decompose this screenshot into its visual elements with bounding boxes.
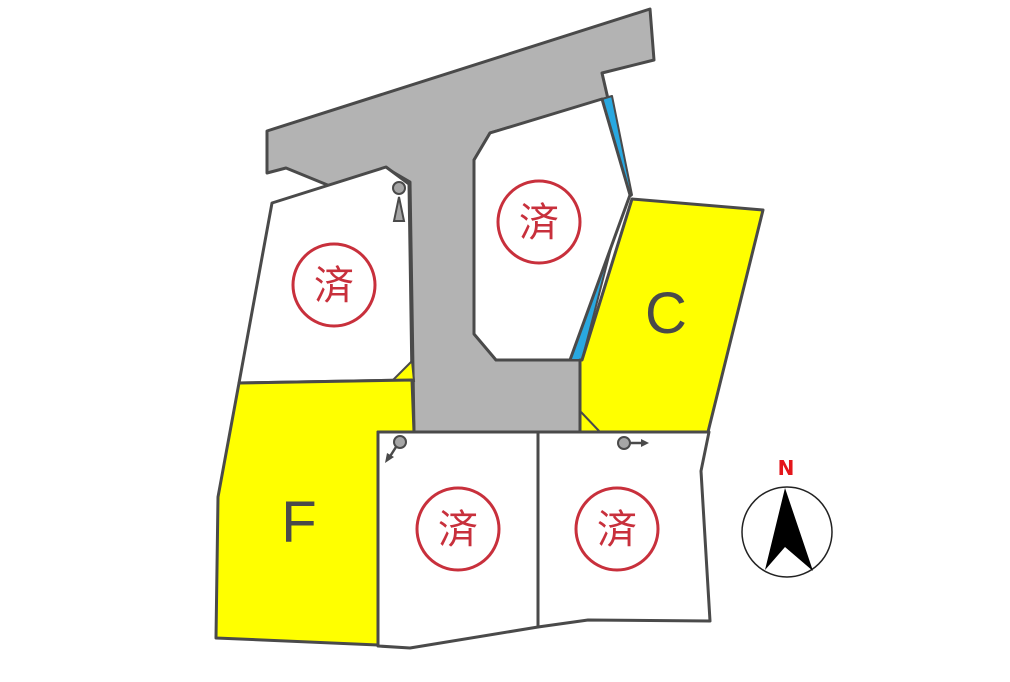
sold-stamp-s-center: 済 xyxy=(415,486,501,572)
lot-f-label: F xyxy=(281,490,316,555)
sold-stamp-nw: 済 xyxy=(291,242,377,328)
lot-nw[interactable] xyxy=(237,165,414,385)
lot-n-center[interactable] xyxy=(472,97,632,362)
entrance-marker-southwest-icon xyxy=(385,435,407,463)
lot-c-label: C xyxy=(645,281,687,346)
sold-stamp-n-center: 済 xyxy=(496,179,582,265)
svg-text:済: 済 xyxy=(438,507,478,553)
north-compass-icon: N xyxy=(741,456,833,578)
svg-text:済: 済 xyxy=(314,263,354,309)
entrance-marker-east-icon xyxy=(617,436,649,450)
svg-text:済: 済 xyxy=(597,507,637,553)
north-label: N xyxy=(778,456,795,480)
svg-text:済: 済 xyxy=(519,200,559,246)
lot-c-corner-line xyxy=(580,411,601,433)
lot-se[interactable] xyxy=(536,430,712,629)
entrance-marker-down-icon xyxy=(392,181,406,222)
lot-s-center[interactable] xyxy=(376,430,540,650)
sold-stamp-se: 済 xyxy=(574,486,660,572)
